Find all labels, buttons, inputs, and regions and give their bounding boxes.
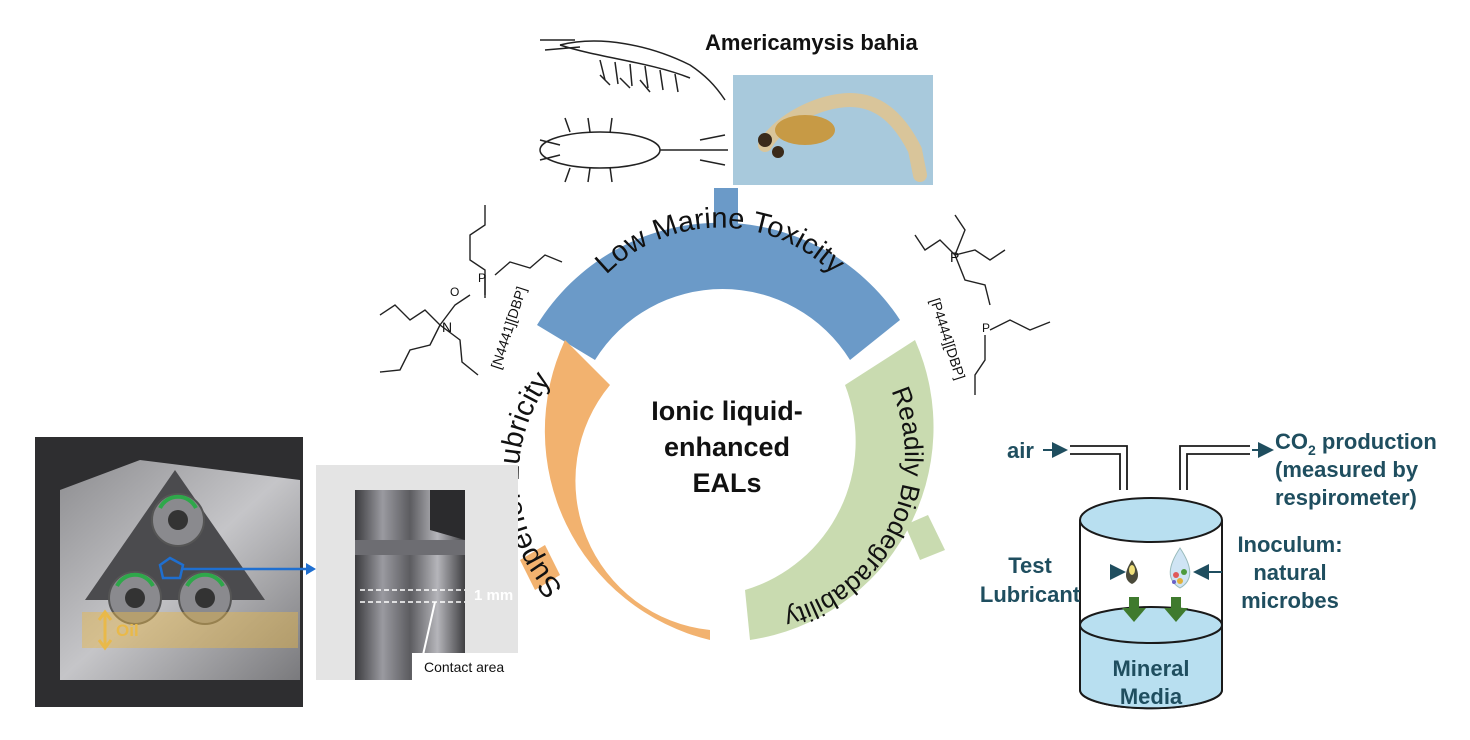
segment-readily-biodegradability: [745, 340, 934, 640]
tribology-rig-photo: [35, 437, 303, 707]
n-plus-atom: N: [442, 319, 452, 335]
shrimp-photo: [733, 75, 933, 185]
p-atom-left: P: [478, 271, 486, 285]
contact-label-box: [412, 653, 518, 680]
oil-label: Oil: [116, 621, 139, 640]
contact-label: Contact area: [424, 659, 504, 675]
gas-tubes: [1070, 445, 1250, 490]
inoculum-droplet-icon: [1169, 547, 1191, 589]
p-plus-atom: P: [950, 249, 959, 265]
air-label: air: [1007, 438, 1034, 463]
inoculum-line2: natural: [1253, 560, 1326, 585]
left-connector: [520, 545, 560, 590]
down-arrow-icon-right: [1164, 597, 1188, 622]
co2-label-line3: respirometer): [1275, 485, 1417, 510]
mineral-media-line1: Mineral: [1112, 656, 1189, 681]
shrimp-side-sketch: [540, 39, 726, 101]
inoculum-line3: microbes: [1241, 588, 1339, 613]
center-line1: Ionic liquid-: [651, 396, 802, 426]
test-lubricant-line1: Test: [1008, 553, 1052, 578]
center-line2: enhanced: [664, 432, 790, 462]
lubricant-droplet-icon: [1126, 560, 1138, 584]
mineral-media-line2: Media: [1120, 684, 1183, 709]
chem-label-left: [N4441][DBP]: [488, 285, 530, 371]
right-connector: [905, 515, 945, 560]
gap-label: 1 mm: [474, 587, 513, 604]
chem-label-right: [P4444][DBP]: [927, 296, 968, 382]
test-lubricant-line2: Lubricant: [980, 582, 1081, 607]
p-atom-right: P: [982, 321, 990, 335]
co2-label-line1: CO2 production: [1275, 429, 1437, 458]
callout-arrowhead: [306, 563, 316, 575]
center-line3: EALs: [692, 468, 761, 498]
segment-low-marine-toxicity: [537, 222, 900, 360]
contact-pointer: [422, 601, 436, 656]
chemical-structure-p4444: [914, 214, 1051, 395]
co2-label-line2: (measured by: [1275, 457, 1419, 482]
chemical-structure-n4441: [379, 205, 563, 376]
o-minus-atom-left: O: [450, 285, 459, 299]
specimen-photo: [316, 465, 518, 680]
segment-superior-lubricity: [544, 340, 710, 640]
inoculum-line1: Inoculum:: [1237, 532, 1342, 557]
species-title: Americamysis bahia: [705, 30, 919, 55]
down-arrow-icon-left: [1122, 597, 1146, 622]
shrimp-top-sketch: [539, 117, 728, 183]
